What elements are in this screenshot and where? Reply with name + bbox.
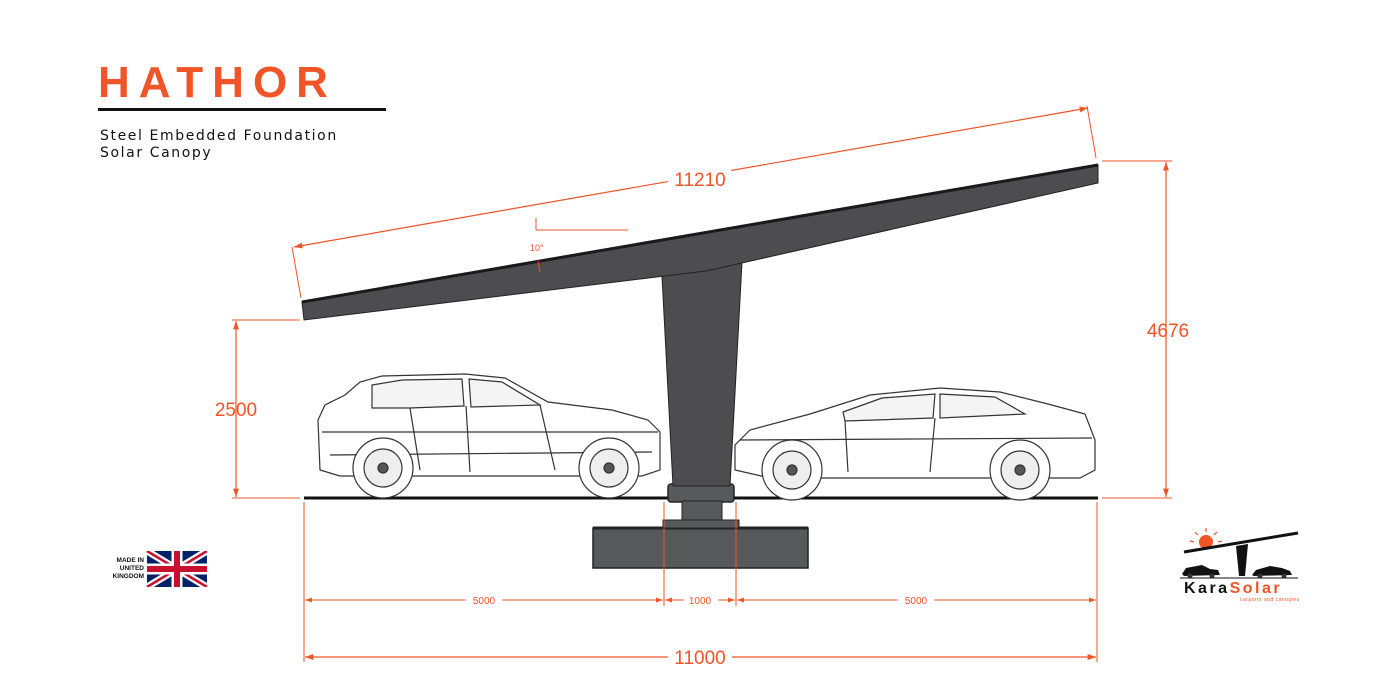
page-title: HATHOR	[98, 58, 337, 107]
subtitle-line-1: Steel Embedded Foundation	[100, 128, 338, 144]
left-bay-label-bg	[466, 593, 502, 607]
suv-car	[317, 373, 661, 499]
uk-flag-icon	[146, 551, 208, 587]
right-bay-label-bg	[898, 593, 934, 607]
canopy-length-label: 11210	[674, 170, 725, 191]
made-in-uk-badge: MADE IN UNITED KINGDOM	[100, 550, 212, 592]
total-width-label: 11000	[674, 648, 725, 669]
embed-collar	[662, 519, 740, 529]
rear-height-label: 4676	[1147, 321, 1189, 342]
front-height-label: 2500	[215, 400, 257, 421]
logo-wordmark: KaraSolar	[1184, 580, 1282, 598]
total-width-label-bg	[668, 646, 732, 668]
karasolar-logo: KaraSolar carports and canopies	[1178, 528, 1304, 604]
logo-name-part2: Solar	[1229, 580, 1283, 597]
base-plate	[667, 483, 735, 503]
carport-sun-icon	[1180, 528, 1299, 579]
made-in-uk-text: MADE IN UNITED KINGDOM	[100, 557, 144, 581]
logo-tagline: carports and canopies	[1240, 597, 1300, 603]
post-width-label-bg	[684, 593, 718, 607]
logo-name-part1: Kara	[1184, 580, 1230, 597]
left-bay-label: 5000	[473, 596, 496, 607]
foundation-block	[592, 527, 809, 569]
subtitle: Steel Embedded Foundation Solar Canopy	[100, 128, 338, 162]
subtitle-line-2: Solar Canopy	[100, 145, 213, 161]
angle-label: 10°	[530, 243, 544, 253]
badge-line-3: KINGDOM	[112, 573, 144, 580]
base-plinth	[681, 500, 723, 522]
canopy-length-ext-left	[291, 246, 302, 299]
sedan-car	[734, 387, 1096, 501]
canopy-length-ext-right	[1086, 105, 1097, 159]
badge-line-2: UNITED	[119, 565, 144, 572]
angle-tick-bottom	[537, 260, 541, 273]
canopy-post	[661, 261, 743, 487]
post-width-label: 1000	[689, 596, 712, 607]
title-underline	[98, 108, 386, 111]
badge-line-1: MADE IN	[116, 557, 144, 564]
right-bay-label: 5000	[905, 596, 928, 607]
canopy-length-label-bg	[666, 160, 734, 196]
